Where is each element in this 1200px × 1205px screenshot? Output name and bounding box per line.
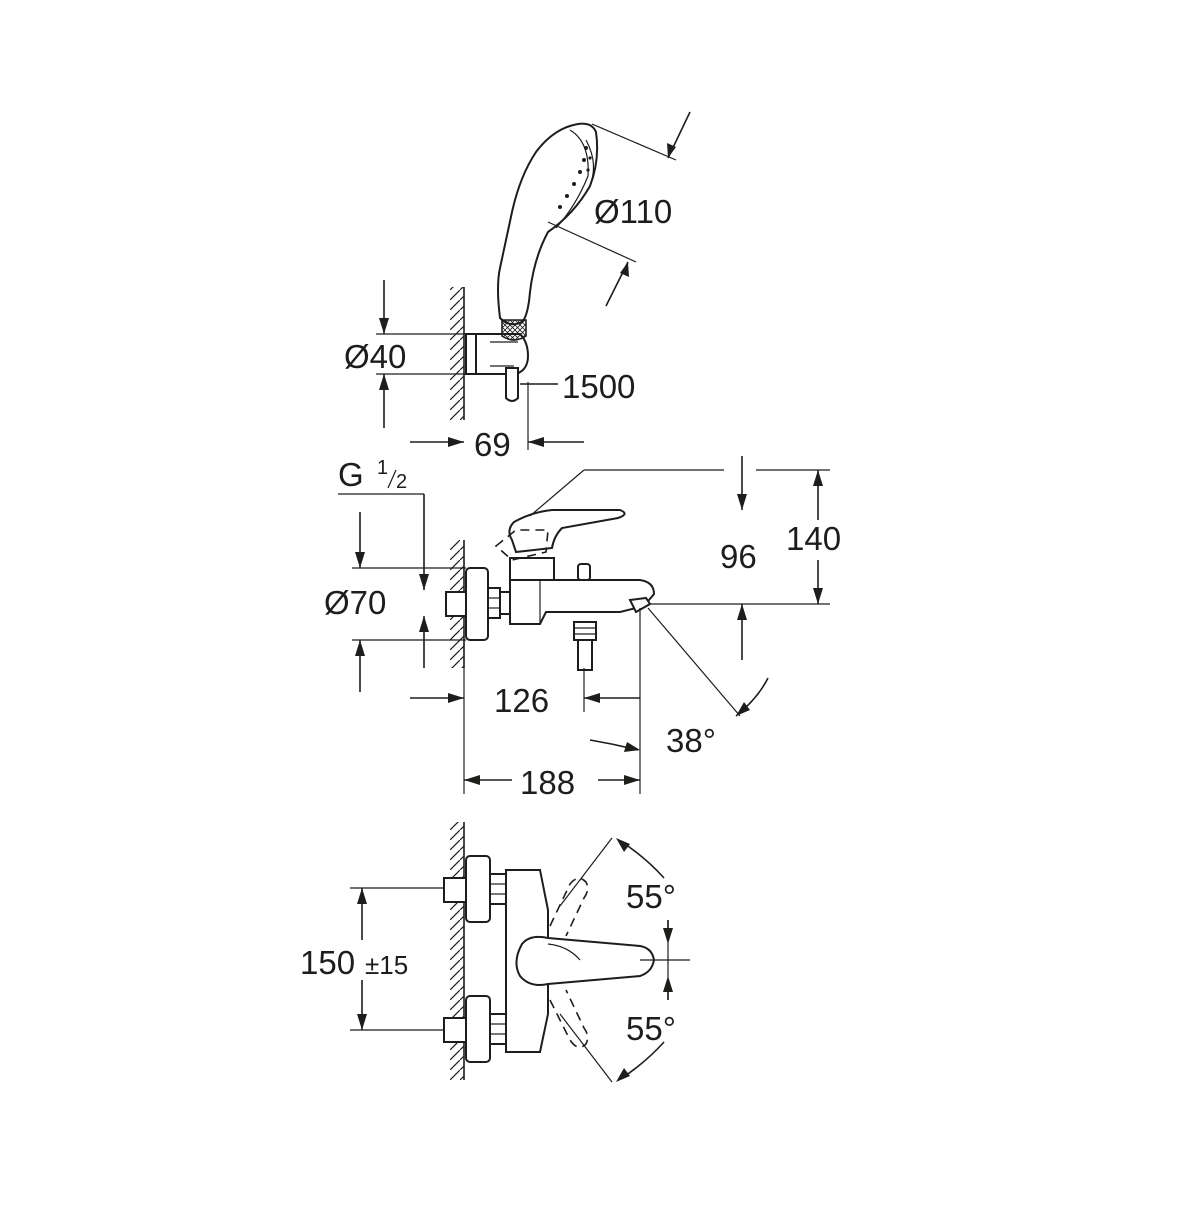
thread-label: G [338,456,364,493]
thread-fraction-numerator: 1 [377,457,388,479]
mixer-lever [494,469,724,561]
bath-diverter [573,621,597,671]
thread-fraction-denominator: 2 [396,471,407,493]
holder-depth-dimension: 69 [410,382,584,463]
upper-connection [443,855,507,923]
spout-projection-label: 188 [520,764,575,801]
lower-connection [443,995,507,1063]
total-height-label: 140 [786,520,841,557]
holder-diameter-dimension: Ø40 [344,280,476,428]
wall-upper [450,287,465,420]
lever-angle-lower-label: 55° [626,1010,676,1047]
escutcheon-dimension: Ø70 [324,512,466,692]
mixer-body [509,557,656,625]
mixer-side-view: G 1 2 Ø70 96 140 [324,456,841,801]
hand-shower-view: Ø110 Ø40 1500 69 [344,111,691,463]
hand-shower [497,122,599,341]
lever-angle-lower-dimension: 55° [559,976,676,1083]
lever-angle-upper-dimension: 55° [559,837,676,944]
mixer-front-view: 150 ±15 55° 55° [300,822,690,1083]
shower-head-dimension: Ø110 [547,111,691,307]
holder-depth-label: 69 [474,426,511,463]
hose-length-dimension: 1500 [520,368,635,405]
connection-tolerance-label: ±15 [365,950,408,980]
mixer-lever-front [515,935,656,986]
spout-angle-label: 38° [666,722,716,759]
holder-diameter-label: Ø40 [344,338,406,375]
spout-height-label: 96 [720,538,757,575]
lever-rotation-positions [549,877,589,1048]
wall-connection [445,567,511,641]
connection-spacing-label: 150 [300,944,355,981]
height-dimensions: 96 140 [650,456,841,660]
lever-angle-upper-label: 55° [626,878,676,915]
projection-dimensions: 126 188 [410,608,641,801]
spout-angle-dimension: 38° [589,607,769,759]
spray-nozzles [558,146,592,209]
hose-stub [505,367,519,402]
hose-length-label: 1500 [562,368,635,405]
thread-dimension: G 1 2 [338,456,429,668]
connection-spacing-dimension: 150 ±15 [300,887,444,1031]
escutcheon-diameter-label: Ø70 [324,584,386,621]
shower-head-diameter-label: Ø110 [594,193,672,230]
outlet-offset-label: 126 [494,682,549,719]
